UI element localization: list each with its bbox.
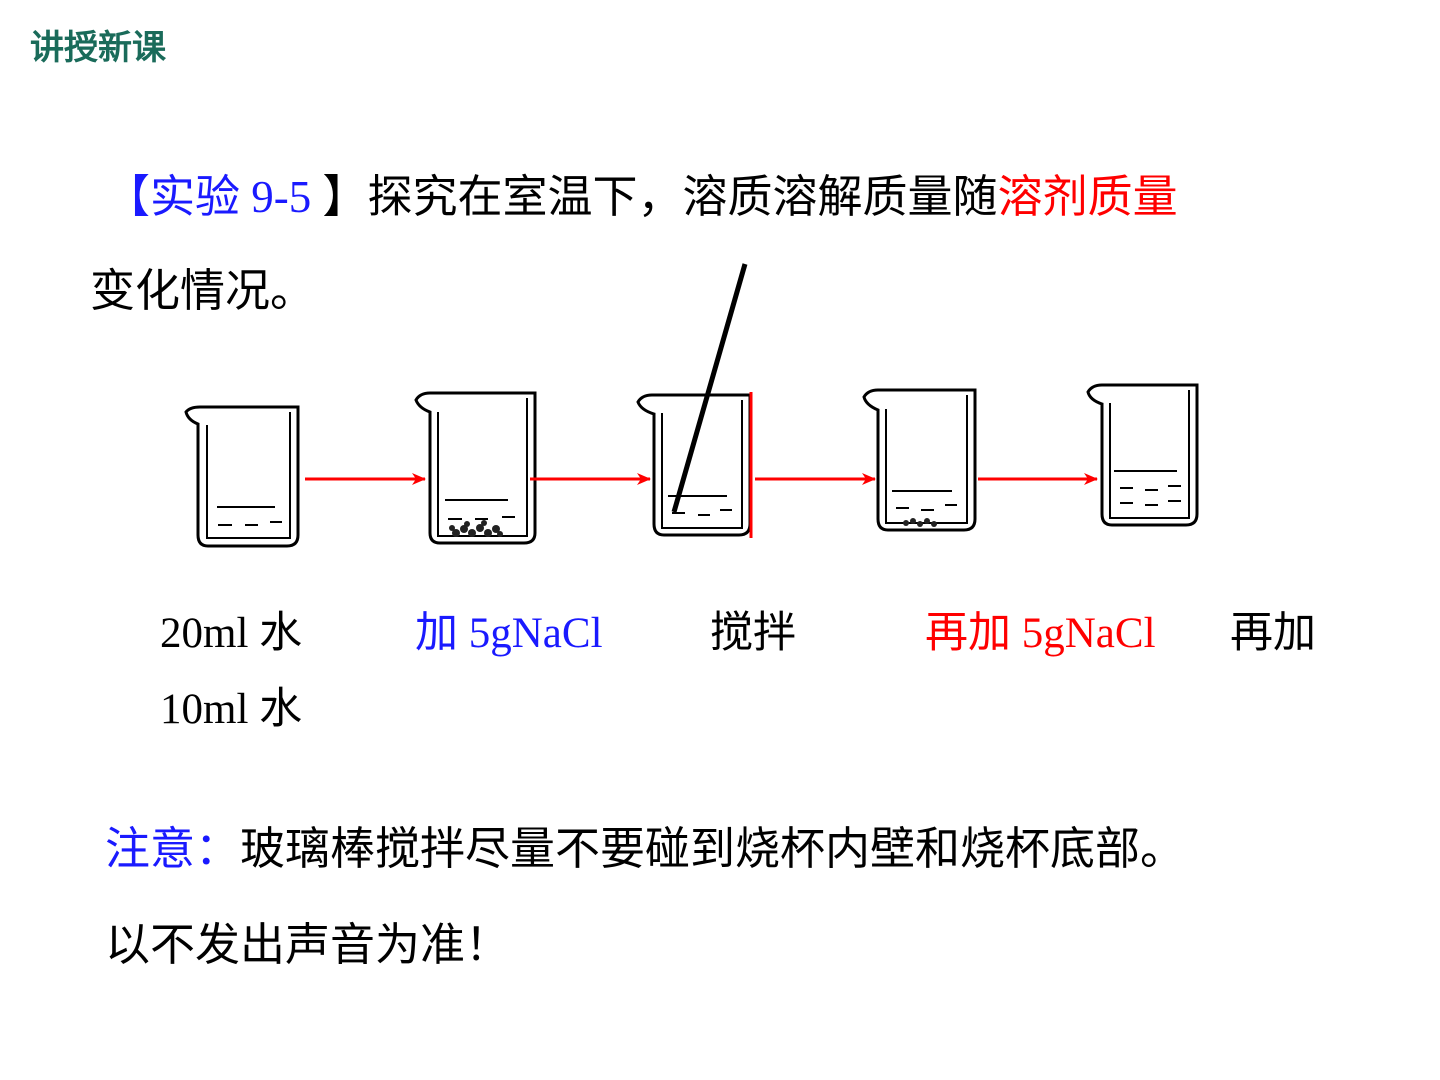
beaker-icon [1086, 383, 1199, 527]
experiment-intro: 【实验 9-5 】探究在室温下，溶质溶解质量随溶剂质量 [105, 160, 1178, 225]
experiment-tag-label: 实验 [150, 170, 241, 223]
step-label-readd-salt: 再加 5gNaCl [925, 598, 1156, 660]
step-label-water-10: 10ml 水 [160, 674, 302, 736]
step-amount: 10ml [160, 686, 260, 733]
beaker-icon [184, 405, 300, 548]
step-amount: 5gNaCl [1011, 610, 1156, 657]
experiment-text: 探究在室温下，溶质溶解质量随 [367, 170, 998, 223]
beaker-icon [862, 388, 977, 532]
note-line-2: 以不发出声音为准！ [105, 918, 511, 971]
step-prefix: 再加 [925, 608, 1011, 658]
salt-crystals-icon [449, 520, 503, 537]
note-line: 注意：玻璃棒搅拌尽量不要碰到烧杯内壁和烧杯底部。 [105, 812, 1185, 877]
step-amount: 5gNaCl [458, 610, 603, 657]
note-label: 注意： [105, 822, 241, 875]
salt-crystals-icon [903, 518, 937, 527]
beaker-icon [636, 393, 752, 537]
experiment-tag-open: 【 [105, 170, 151, 223]
experiment-highlight: 溶剂质量 [997, 170, 1178, 223]
step-label-add-salt: 加 5gNaCl [415, 598, 603, 660]
experiment-number: 9-5 [240, 172, 323, 222]
step-label-readd-water: 再加 [1230, 608, 1316, 658]
beaker-icon [414, 391, 537, 545]
step-unit: 水 [259, 684, 303, 734]
glass-rod-icon [671, 263, 748, 513]
experiment-tag-close: 】 [322, 170, 368, 223]
section-title: 讲授新课 [30, 28, 166, 68]
step-prefix: 加 [415, 608, 458, 658]
step-unit: 水 [259, 608, 303, 658]
experiment-intro-continued: 变化情况。 [90, 264, 316, 317]
step-amount: 20ml [160, 610, 260, 657]
step-label-water-20: 20ml 水 [160, 598, 302, 660]
step-label-stir: 搅拌 [710, 608, 796, 658]
note-text: 玻璃棒搅拌尽量不要碰到烧杯内壁和烧杯底部。 [240, 822, 1186, 875]
